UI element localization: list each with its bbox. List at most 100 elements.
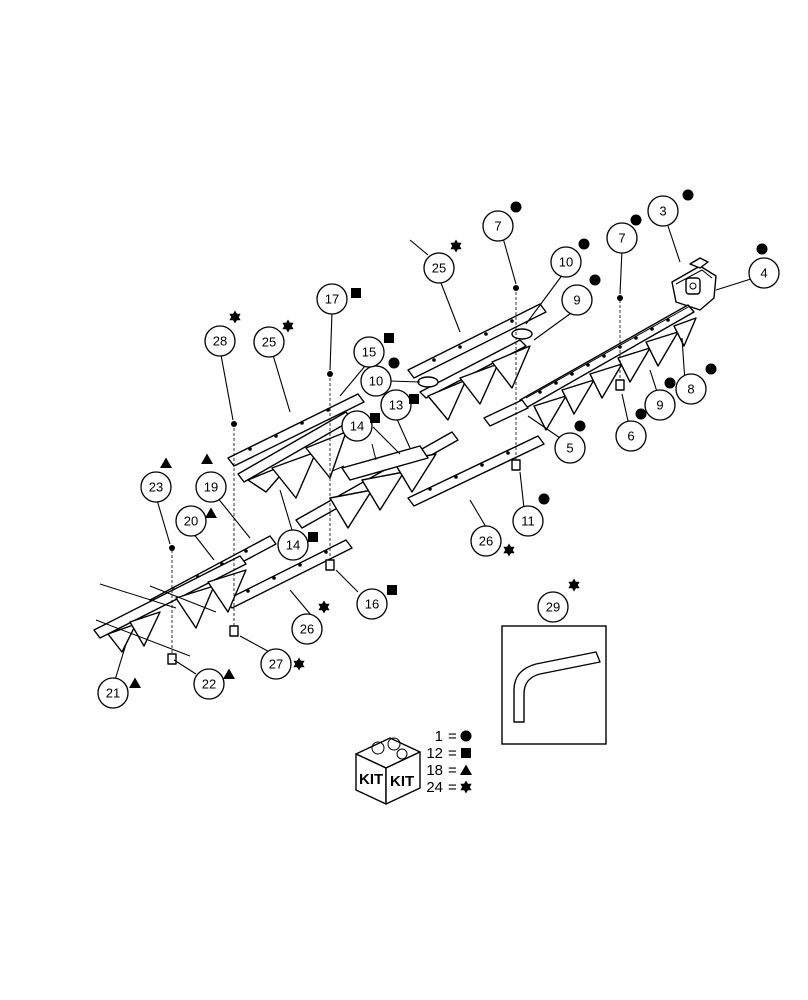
legend-number: 1 [435, 728, 443, 745]
knife-assembly-artwork: KIT KIT [93, 257, 717, 805]
svg-text:6: 6 [627, 429, 634, 444]
kit-18-marker [129, 677, 141, 688]
legend-number: 24 [426, 779, 443, 796]
legend-row-3: 18 = [426, 762, 472, 779]
kit-1-marker [664, 377, 676, 389]
kit-12-marker [387, 585, 397, 595]
leader-lines [114, 225, 755, 681]
svg-text:5: 5 [566, 441, 573, 456]
legend-star-icon [460, 780, 472, 794]
bolt-heads [169, 285, 623, 551]
callout-21[interactable]: 21 [97, 677, 141, 709]
callout-6[interactable]: 6 [615, 408, 647, 452]
svg-text:13: 13 [389, 398, 403, 413]
kit-24-marker [293, 657, 305, 671]
callout-20[interactable]: 20 [175, 505, 217, 537]
callout-9[interactable]: 9 [644, 377, 676, 421]
callout-9[interactable]: 9 [561, 274, 601, 316]
callout-26[interactable]: 26 [470, 525, 515, 557]
kit-1-marker [538, 493, 550, 505]
callout-19[interactable]: 19 [195, 453, 227, 503]
splice-plate-5 [483, 399, 529, 427]
svg-text:26: 26 [300, 622, 314, 637]
callout-27[interactable]: 27 [260, 648, 305, 680]
kit-24-marker [318, 600, 330, 614]
svg-text:21: 21 [106, 686, 120, 701]
kit-1-marker [705, 363, 717, 375]
knife-back-right [519, 304, 697, 431]
callout-10[interactable]: 10 [360, 357, 400, 397]
callout-5[interactable]: 5 [554, 420, 586, 464]
legend-triangle-icon [460, 764, 472, 775]
kit-1-marker [578, 238, 590, 250]
kit-24-marker [568, 578, 580, 592]
svg-text:3: 3 [659, 204, 666, 219]
callout-29[interactable]: 29 [537, 578, 580, 623]
svg-text:25: 25 [262, 335, 276, 350]
legend-number: 12 [426, 745, 443, 762]
callout-7[interactable]: 7 [482, 201, 522, 242]
legend-row-2: 12 = [426, 745, 471, 762]
svg-text:10: 10 [559, 255, 573, 270]
legend-equals: = [448, 728, 457, 745]
svg-text:29: 29 [546, 600, 560, 615]
kit-12-marker [384, 333, 394, 343]
callout-22[interactable]: 22 [193, 668, 235, 700]
svg-text:8: 8 [687, 382, 694, 397]
legend-equals: = [448, 745, 457, 762]
legend-equals: = [448, 779, 457, 796]
kit-12-marker [409, 394, 419, 404]
kit-1-marker [510, 201, 522, 213]
svg-text:16: 16 [365, 597, 379, 612]
callout-4[interactable]: 4 [748, 243, 780, 289]
kit-24-marker [229, 310, 241, 324]
kit-18-marker [205, 507, 217, 518]
callout-25[interactable]: 25 [253, 319, 294, 358]
legend-circle-icon [460, 730, 472, 742]
back-bar-25-left [227, 393, 365, 467]
bolt-leaders [171, 292, 621, 658]
svg-text:15: 15 [362, 345, 376, 360]
kit-12-marker [351, 288, 361, 298]
svg-text:22: 22 [202, 677, 216, 692]
svg-text:14: 14 [350, 419, 364, 434]
kit-box-icon: KIT KIT [355, 737, 421, 805]
svg-text:14: 14 [286, 538, 300, 553]
back-bar-25-right [407, 303, 547, 379]
nut-shapes [167, 379, 625, 665]
callout-25[interactable]: 25 [423, 239, 462, 284]
svg-text:19: 19 [204, 480, 218, 495]
callout-26[interactable]: 26 [291, 600, 330, 645]
svg-text:9: 9 [573, 293, 580, 308]
callout-10[interactable]: 10 [550, 238, 590, 278]
callout-28[interactable]: 28 [204, 310, 241, 357]
knife-section-group-upper [417, 328, 533, 421]
kit-12-marker [308, 532, 318, 542]
callout-13[interactable]: 13 [380, 389, 419, 421]
callout-14[interactable]: 14 [277, 529, 318, 561]
kit-label-left: KIT [359, 771, 383, 788]
callout-23[interactable]: 23 [140, 457, 172, 503]
svg-text:11: 11 [521, 514, 535, 529]
kit-1-marker [635, 408, 647, 420]
callout-11[interactable]: 11 [512, 493, 550, 537]
svg-text:9: 9 [656, 398, 663, 413]
legend-row-1: 1 = [435, 728, 472, 745]
kit-legend: 1 = 12 = 18 = 24 = [426, 728, 472, 796]
legend-square-icon [461, 748, 471, 758]
legend-equals: = [448, 762, 457, 779]
callout-17[interactable]: 17 [316, 283, 361, 315]
kit-label-right: KIT [390, 773, 414, 790]
callout-8[interactable]: 8 [675, 363, 717, 405]
callout-7[interactable]: 7 [606, 214, 642, 254]
callout-14[interactable]: 14 [341, 410, 380, 442]
legend-number: 18 [426, 762, 443, 779]
svg-text:7: 7 [618, 231, 625, 246]
svg-text:28: 28 [213, 334, 227, 349]
back-bar-26-right [407, 435, 545, 507]
callout-15[interactable]: 15 [353, 333, 394, 368]
callout-16[interactable]: 16 [356, 585, 397, 620]
kit-1-marker [388, 357, 400, 369]
callout-3[interactable]: 3 [647, 189, 694, 227]
